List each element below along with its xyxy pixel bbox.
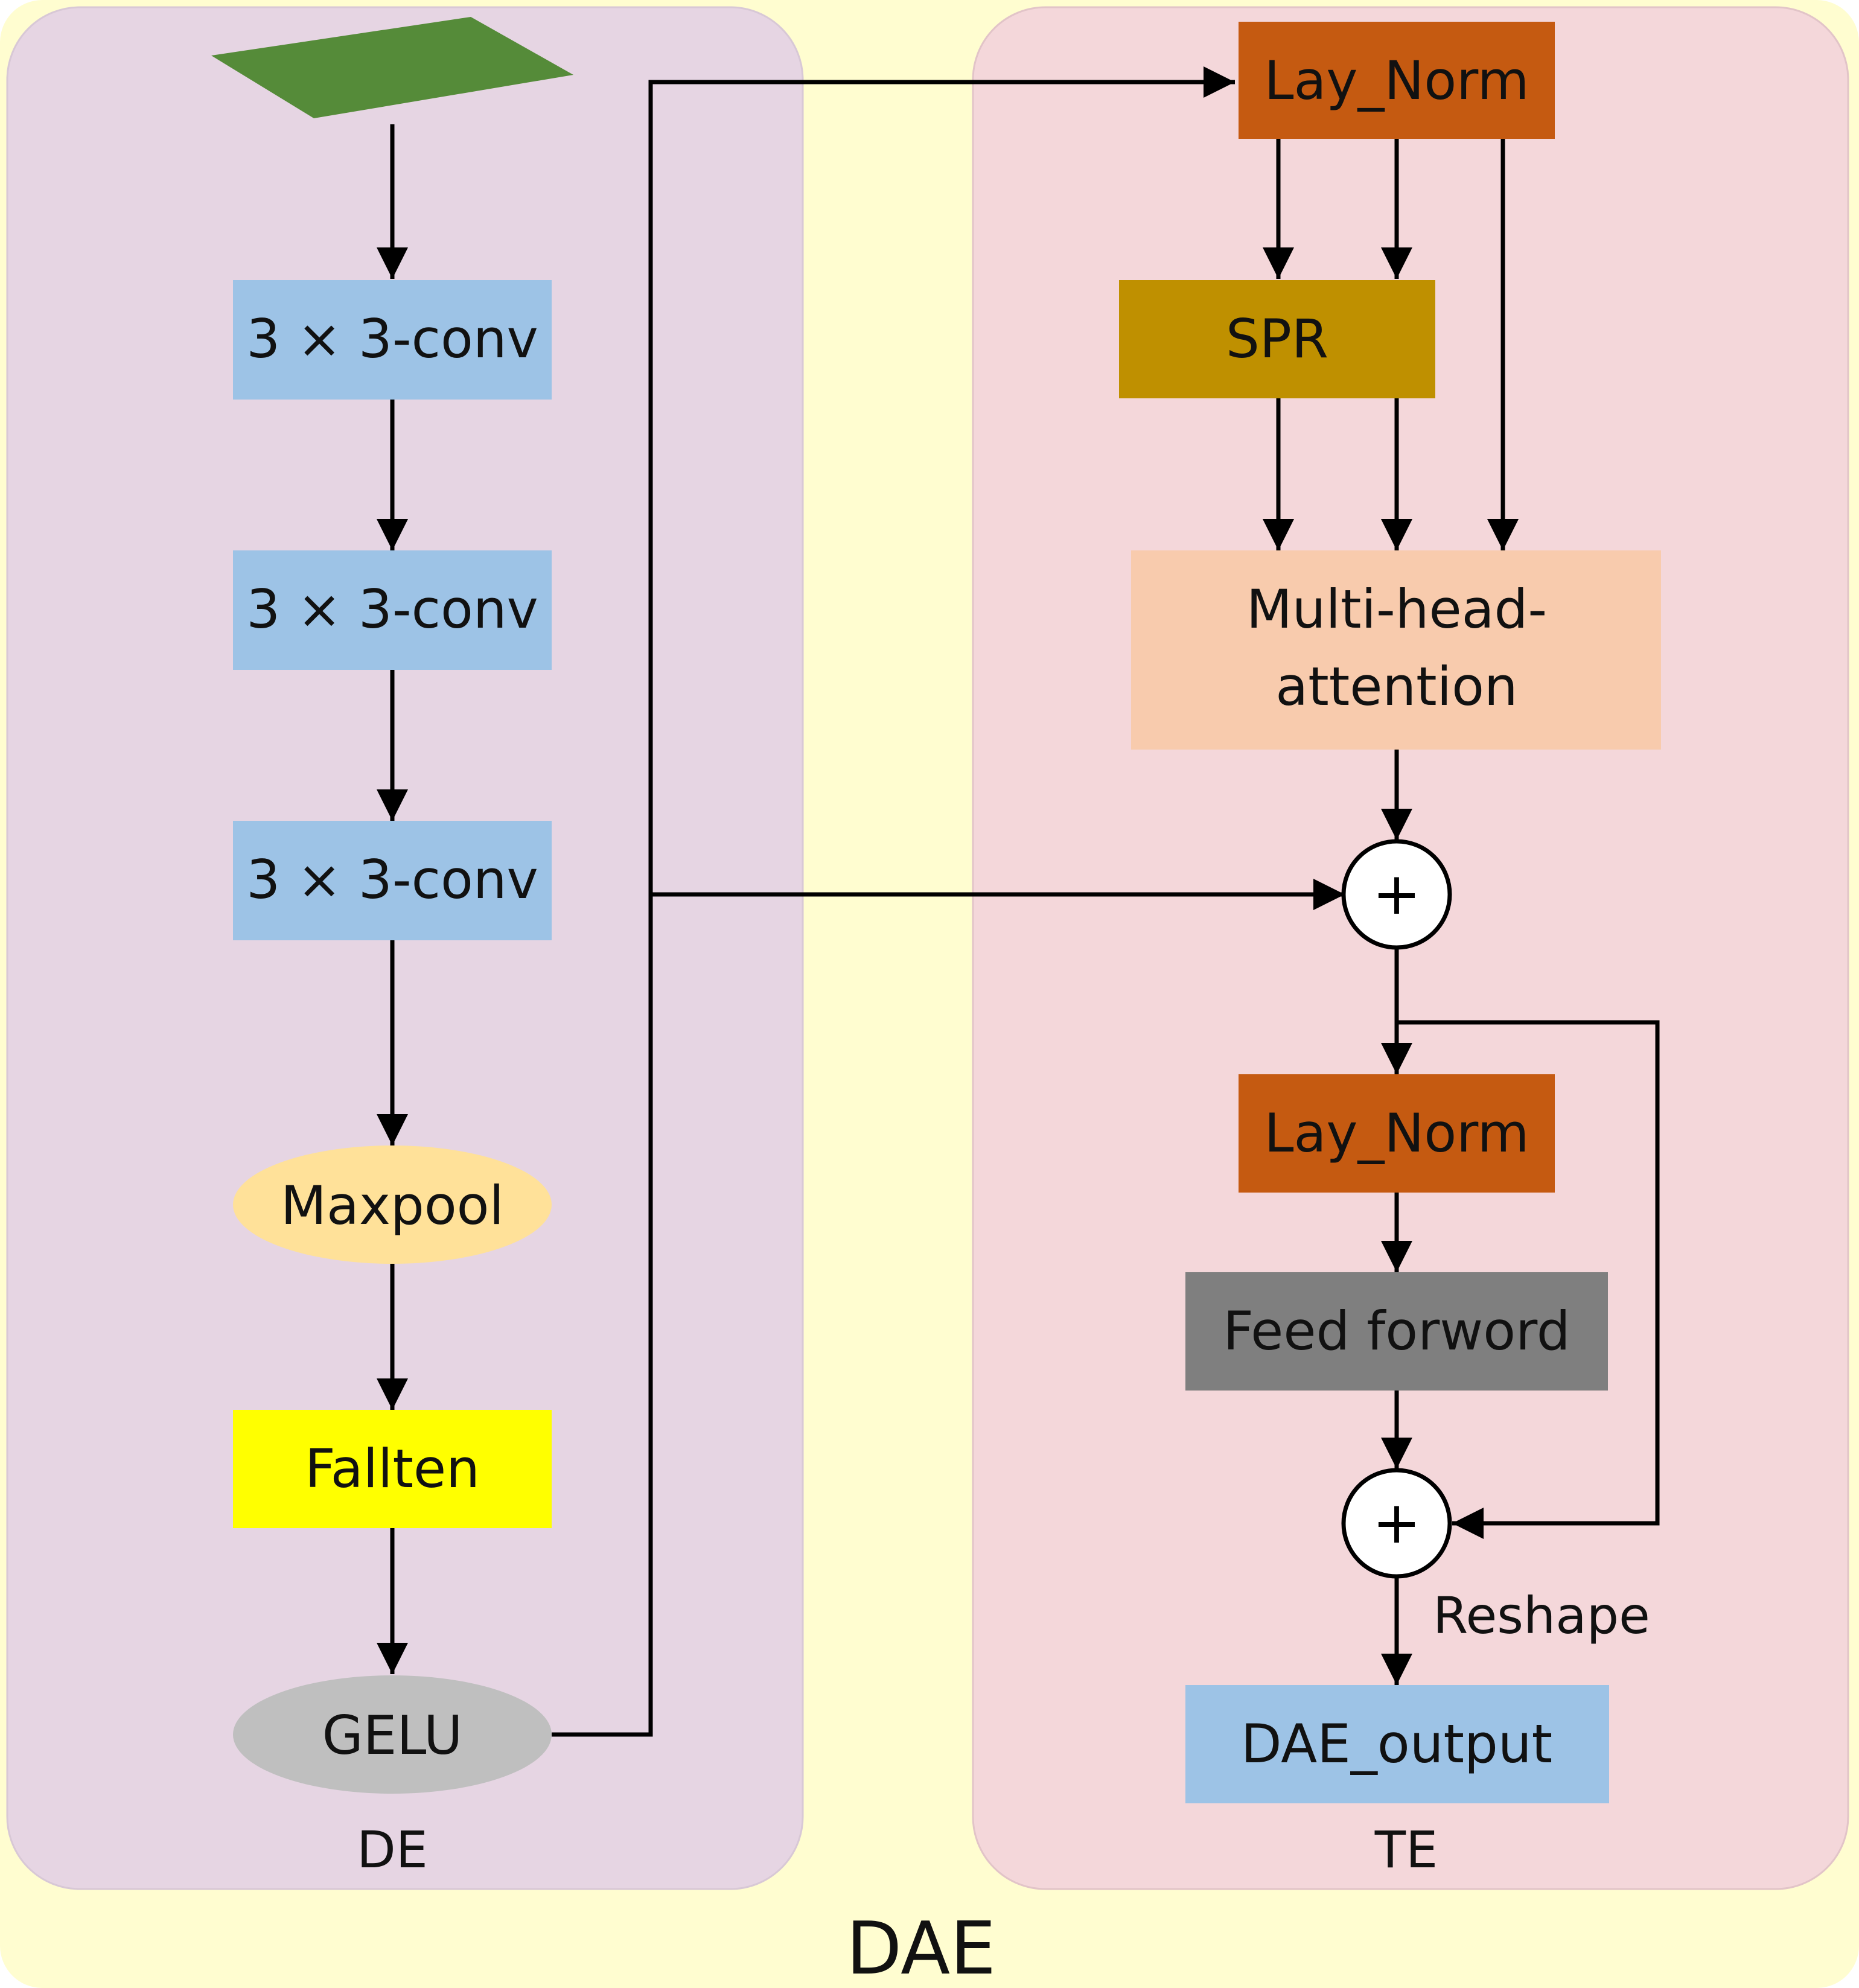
dae-output-block	[1185, 1685, 1609, 1803]
gelu-label: GELU	[322, 1704, 463, 1767]
maxpool-block	[233, 1145, 552, 1264]
maxpool-label: Maxpool	[281, 1174, 504, 1237]
de-panel	[6, 6, 804, 1890]
add-node-2	[1341, 1468, 1452, 1579]
layernorm-block-2	[1239, 1074, 1555, 1193]
te-arrows	[1263, 139, 1660, 1685]
conv-block-3-label: 3 × 3-conv	[246, 849, 538, 911]
add-node-1-symbol: +	[1373, 860, 1421, 928]
conv-block-1-label: 3 × 3-conv	[246, 308, 538, 370]
connector-gelu-to-layernorm	[552, 66, 1235, 1737]
conv-block-2-label: 3 × 3-conv	[246, 578, 538, 640]
dae-output-label: DAE_output	[1241, 1713, 1552, 1775]
multi-head-attention-label-line1: Multi-head-	[1246, 578, 1547, 640]
feed-forward-block	[1185, 1272, 1608, 1391]
flatten-label: Fallten	[305, 1438, 480, 1500]
dae-label: DAE	[846, 1907, 996, 1988]
input-feature-map	[211, 17, 573, 118]
conv-block-2	[233, 550, 552, 670]
reshape-label: Reshape	[1433, 1586, 1650, 1645]
layernorm-block-2-label: Lay_Norm	[1264, 1102, 1529, 1164]
spr-label: SPR	[1226, 308, 1328, 370]
multi-head-attention-label-line2: attention	[1275, 655, 1517, 718]
te-panel	[972, 6, 1849, 1890]
add-node-2-symbol: +	[1373, 1489, 1421, 1556]
de-panel-label: DE	[357, 1820, 428, 1879]
add-node-1	[1341, 839, 1452, 950]
layernorm-block-1-label: Lay_Norm	[1264, 49, 1529, 112]
conv-block-1	[233, 280, 552, 400]
flatten-block	[233, 1410, 552, 1528]
layernorm-block-1	[1239, 22, 1555, 139]
multi-head-attention-block	[1131, 550, 1661, 750]
feed-forward-label: Feed forword	[1223, 1300, 1570, 1362]
spr-block	[1119, 280, 1435, 398]
arrow-residual-add2	[1397, 1020, 1660, 1539]
de-to-te-connectors	[552, 66, 1345, 1737]
conv-block-3	[233, 821, 552, 940]
te-panel-label: TE	[1374, 1820, 1438, 1879]
gelu-block	[233, 1675, 552, 1794]
